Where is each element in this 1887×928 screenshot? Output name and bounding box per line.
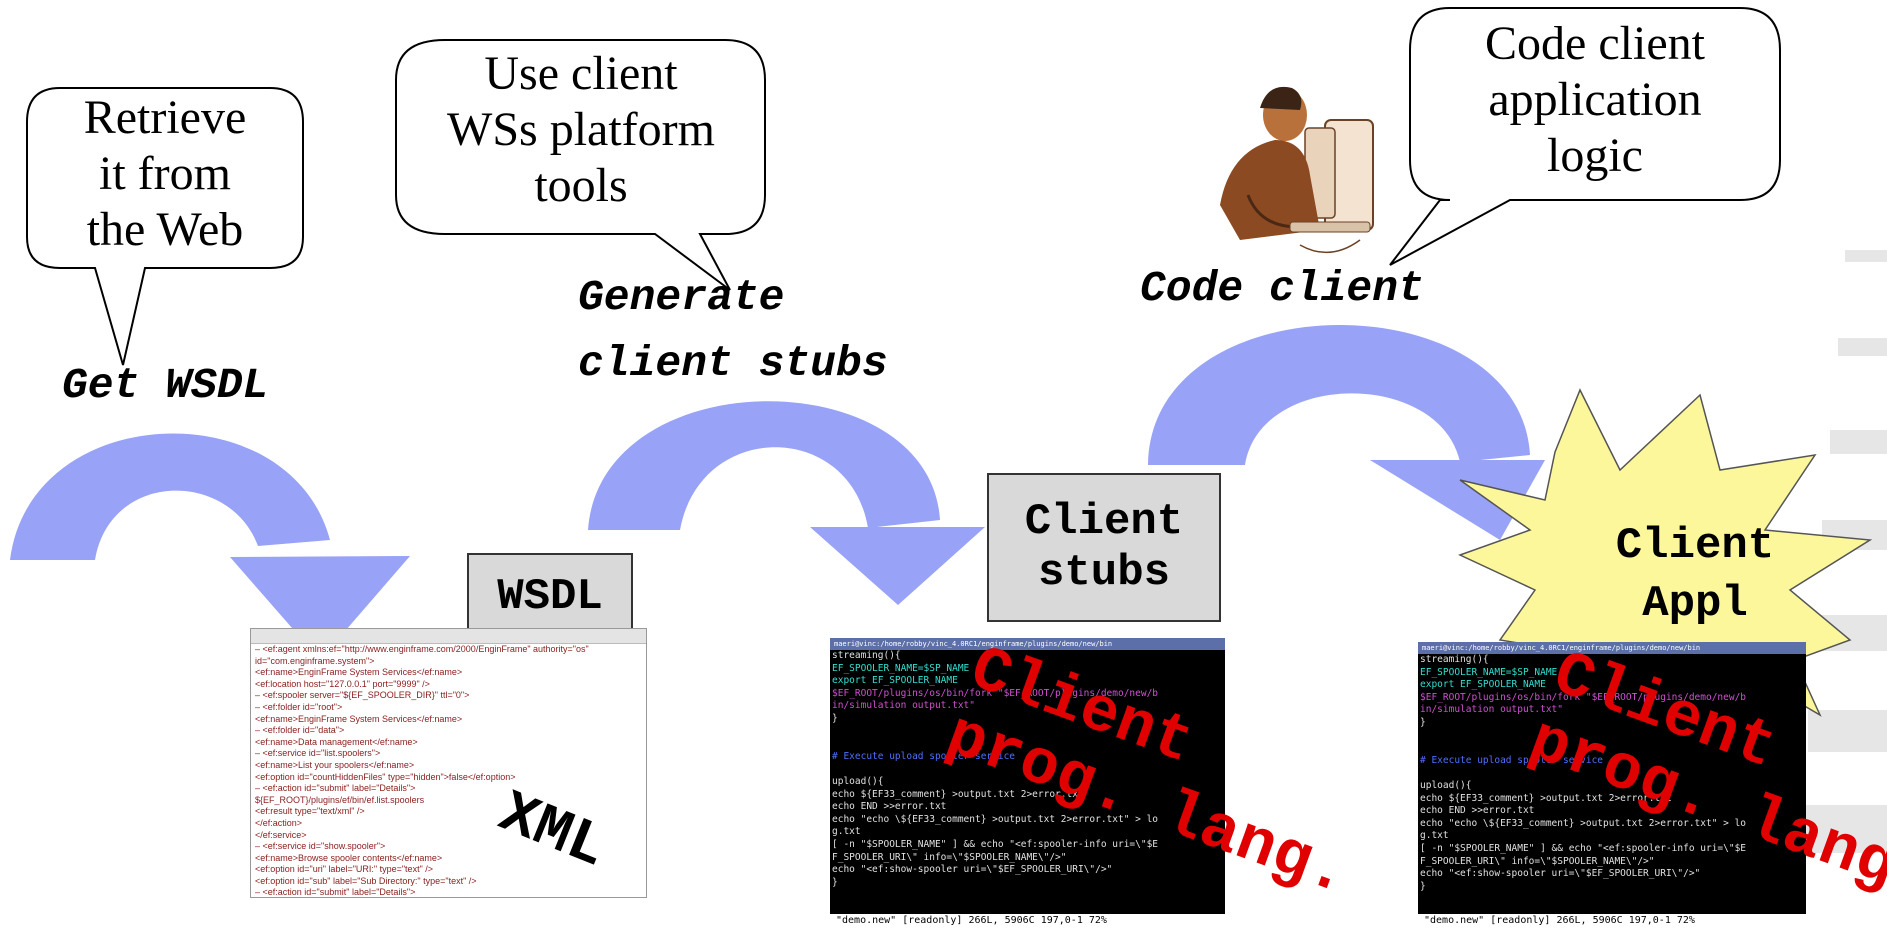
xml-line: <ef:location host="127.0.0.1" port="9999… bbox=[255, 678, 430, 689]
terminal-line: echo END >>error.txt bbox=[1420, 805, 1535, 817]
arrow-head-3 bbox=[1370, 460, 1545, 540]
client-stubs-box: Client stubs bbox=[987, 473, 1221, 622]
terminal-line: EF_SPOOLER_NAME=$SP_NAME bbox=[832, 662, 970, 674]
curved-arrow-generate bbox=[588, 401, 940, 530]
xml-line: – <ef:folder id="root"> bbox=[255, 701, 343, 712]
step-generate-stubs: Generate client stubs bbox=[578, 273, 888, 388]
terminal-screenshot-stubs: maeri@vinc:/home/robby/vinc_4.0RC1/engin… bbox=[830, 638, 1225, 928]
terminal-title: maeri@vinc:/home/robby/vinc_4.0RC1/engin… bbox=[830, 638, 1225, 650]
client-appl-label: Client Appl bbox=[1615, 521, 1775, 629]
terminal-line: g.txt bbox=[1420, 830, 1449, 842]
xml-line: <ef:name>List your spoolers</ef:name> bbox=[255, 759, 415, 770]
xml-line: </ef:action> bbox=[255, 817, 303, 828]
xml-line: – <ef:action id="submit" label="Details"… bbox=[255, 783, 416, 794]
side-stripe bbox=[1808, 710, 1887, 752]
terminal-line: streaming(){ bbox=[1420, 654, 1489, 665]
terminal-status: "demo.new" [readonly] 266L, 5906C 197,0-… bbox=[830, 914, 1225, 928]
terminal-line: echo "echo \${EF33_comment} >output.txt … bbox=[1420, 817, 1747, 829]
xml-line: <ef:name>Data management</ef:name> bbox=[255, 736, 418, 747]
bubble-code-logic bbox=[1389, 7, 1781, 266]
terminal-status: "demo.new" [readonly] 266L, 5906C 197,0-… bbox=[1418, 914, 1806, 928]
terminal-line: } bbox=[832, 712, 838, 724]
terminal-line: echo "echo \${EF33_comment} >output.txt … bbox=[832, 813, 1159, 825]
bubble-retrieve-text: Retrieve it from the Web bbox=[30, 90, 300, 258]
terminal-line: } bbox=[1420, 880, 1426, 892]
terminal-line: g.txt bbox=[832, 826, 861, 838]
side-stripe bbox=[1830, 430, 1887, 454]
terminal-line: EF_SPOOLER_NAME=$SP_NAME bbox=[1420, 666, 1558, 678]
side-stripe bbox=[1800, 805, 1887, 853]
terminal-line: upload(){ bbox=[1420, 779, 1472, 791]
step-get-wsdl: Get WSDL bbox=[62, 361, 269, 410]
side-stripe bbox=[1838, 338, 1887, 356]
terminal-line: echo "<ef:show-spooler uri=\"$EF_SPOOLER… bbox=[1420, 868, 1701, 880]
terminal-line: echo ${EF33_comment} >output.txt 2>error… bbox=[832, 788, 1084, 800]
xml-line: </ef:service> bbox=[255, 829, 307, 840]
bubble-retrieve-label: Retrieve it from the Web bbox=[83, 91, 247, 256]
terminal-line: upload(){ bbox=[832, 775, 884, 787]
xml-line: <ef:name>Browse spooler contents</ef:nam… bbox=[255, 852, 443, 863]
xml-line: – <ef:action id="submit" label="Details"… bbox=[255, 887, 416, 898]
bubble-use-tools-text: Use client WSs platform tools bbox=[400, 46, 762, 214]
terminal-line: F_SPOOLER_URI\" info=\"$SPOOLER_NAME\"/>… bbox=[832, 851, 1067, 863]
terminal-line: # Execute upload spooler service bbox=[1420, 754, 1604, 766]
xml-line: – <ef:spooler server="${EF_SPOOLER_DIR}"… bbox=[255, 690, 470, 701]
browser-toolbar bbox=[251, 629, 646, 644]
xml-line: <ef:option id="countHiddenFiles" type="h… bbox=[255, 771, 516, 782]
xml-line: <ef:name>EnginFrame System Services</ef:… bbox=[255, 667, 463, 678]
curved-arrow-code-client bbox=[1148, 324, 1530, 465]
terminal-line: in/simulation output.txt" bbox=[1420, 704, 1563, 716]
xml-code: – <ef:agent xmlns:ef="http://www.enginfr… bbox=[251, 644, 646, 898]
terminal-code: streaming(){ EF_SPOOLER_NAME=$SP_NAME ex… bbox=[830, 650, 1225, 889]
terminal-line: echo "<ef:show-spooler uri=\"$EF_SPOOLER… bbox=[832, 864, 1113, 876]
curved-arrow-get-wsdl bbox=[10, 433, 330, 560]
xml-screenshot: – <ef:agent xmlns:ef="http://www.enginfr… bbox=[250, 628, 647, 898]
xml-line: <ef:name>EnginFrame System Services</ef:… bbox=[255, 713, 463, 724]
terminal-line: $EF_ROOT/plugins/os/bin/fork "$EF_ROOT/p… bbox=[832, 687, 1159, 699]
client-stubs-label: Client stubs bbox=[1024, 496, 1184, 598]
terminal-screenshot-appl: maeri@vinc:/home/robby/vinc_4.0RC1/engin… bbox=[1418, 642, 1806, 928]
xml-line: id="com.enginframe.system"> bbox=[255, 655, 375, 666]
xml-line: – <ef:agent xmlns:ef="http://www.enginfr… bbox=[255, 644, 589, 654]
terminal-line: echo END >>error.txt bbox=[832, 801, 947, 813]
terminal-line: export EF_SPOOLER_NAME bbox=[832, 675, 958, 687]
bubble-use-tools-label: Use client WSs platform tools bbox=[447, 47, 715, 212]
terminal-line: } bbox=[1420, 716, 1426, 728]
terminal-line: [ -n "$SPOOLER_NAME" ] && echo "<ef:spoo… bbox=[832, 838, 1159, 850]
terminal-title: maeri@vinc:/home/robby/vinc_4.0RC1/engin… bbox=[1418, 642, 1806, 654]
terminal-line: export EF_SPOOLER_NAME bbox=[1420, 679, 1546, 691]
person-at-computer-icon bbox=[1220, 86, 1374, 254]
xml-line: ${EF_ROOT}/plugins/ef/bin/ef.list.spoole… bbox=[255, 794, 425, 805]
terminal-line: [ -n "$SPOOLER_NAME" ] && echo "<ef:spoo… bbox=[1420, 842, 1747, 854]
terminal-line: streaming(){ bbox=[832, 650, 901, 661]
xml-line: <ef:option id="uri" label="URI:" type="t… bbox=[255, 864, 434, 875]
arrow-head-2 bbox=[810, 527, 985, 605]
xml-line: – <ef:folder id="data"> bbox=[255, 725, 345, 736]
terminal-line: $EF_ROOT/plugins/os/bin/fork "$EF_ROOT/p… bbox=[1420, 691, 1747, 703]
bubble-code-logic-label: Code client application logic bbox=[1485, 17, 1705, 182]
wsdl-box: WSDL bbox=[467, 553, 633, 641]
bubble-retrieve bbox=[26, 87, 304, 366]
xml-line: <ef:result type="text/xml" /> bbox=[255, 806, 365, 817]
side-stripe bbox=[1845, 250, 1887, 262]
wsdl-box-label: WSDL bbox=[497, 571, 603, 622]
bubble-use-tools bbox=[395, 39, 766, 291]
terminal-line: } bbox=[832, 876, 838, 888]
xml-line: – <ef:service id="show.spooler"> bbox=[255, 841, 386, 852]
bubble-code-logic-text: Code client application logic bbox=[1412, 16, 1778, 184]
arrow-head-1 bbox=[230, 556, 410, 660]
xml-line: – <ef:service id="list.spoolers"> bbox=[255, 748, 381, 759]
terminal-line: in/simulation output.txt" bbox=[832, 700, 975, 712]
xml-line: <ef:option id="sub" label="Sub Directory… bbox=[255, 875, 477, 886]
terminal-line: F_SPOOLER_URI\" info=\"$SPOOLER_NAME\"/>… bbox=[1420, 855, 1655, 867]
terminal-code: streaming(){ EF_SPOOLER_NAME=$SP_NAME ex… bbox=[1418, 654, 1806, 893]
step-code-client: Code client bbox=[1140, 264, 1424, 313]
terminal-line: echo ${EF33_comment} >output.txt 2>error… bbox=[1420, 792, 1672, 804]
terminal-line: # Execute upload spooler service bbox=[832, 750, 1016, 762]
